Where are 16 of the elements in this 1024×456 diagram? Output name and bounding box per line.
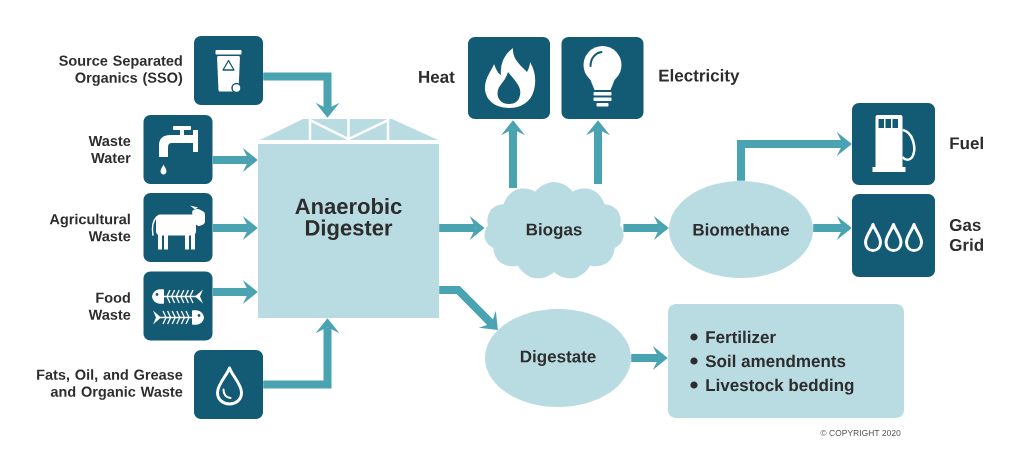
copyright-note: © COPYRIGHT 2020 [820, 430, 901, 436]
list-item: Fertilizer [706, 330, 776, 344]
list-box [668, 304, 904, 418]
node-label: Fuel [950, 136, 983, 150]
node-label: Fats, Oil, and Grease and Organic Waste [37, 369, 183, 400]
tank: Anaerobic Digester [258, 118, 439, 318]
node-label: Electricity [659, 69, 740, 85]
node-label: Waste Water [88, 135, 131, 164]
list-item: Soil amendments [705, 354, 846, 368]
node-label: Agricultural Waste [49, 213, 131, 242]
cloud: Biogas [484, 182, 624, 279]
node-label: Source Separated Organics (SSO) [59, 55, 183, 86]
node-label: Food Waste [88, 292, 131, 320]
node-label: Gas Grid [949, 219, 984, 252]
node-label: Heat [419, 71, 455, 83]
list-item: Livestock bedding [706, 378, 854, 395]
